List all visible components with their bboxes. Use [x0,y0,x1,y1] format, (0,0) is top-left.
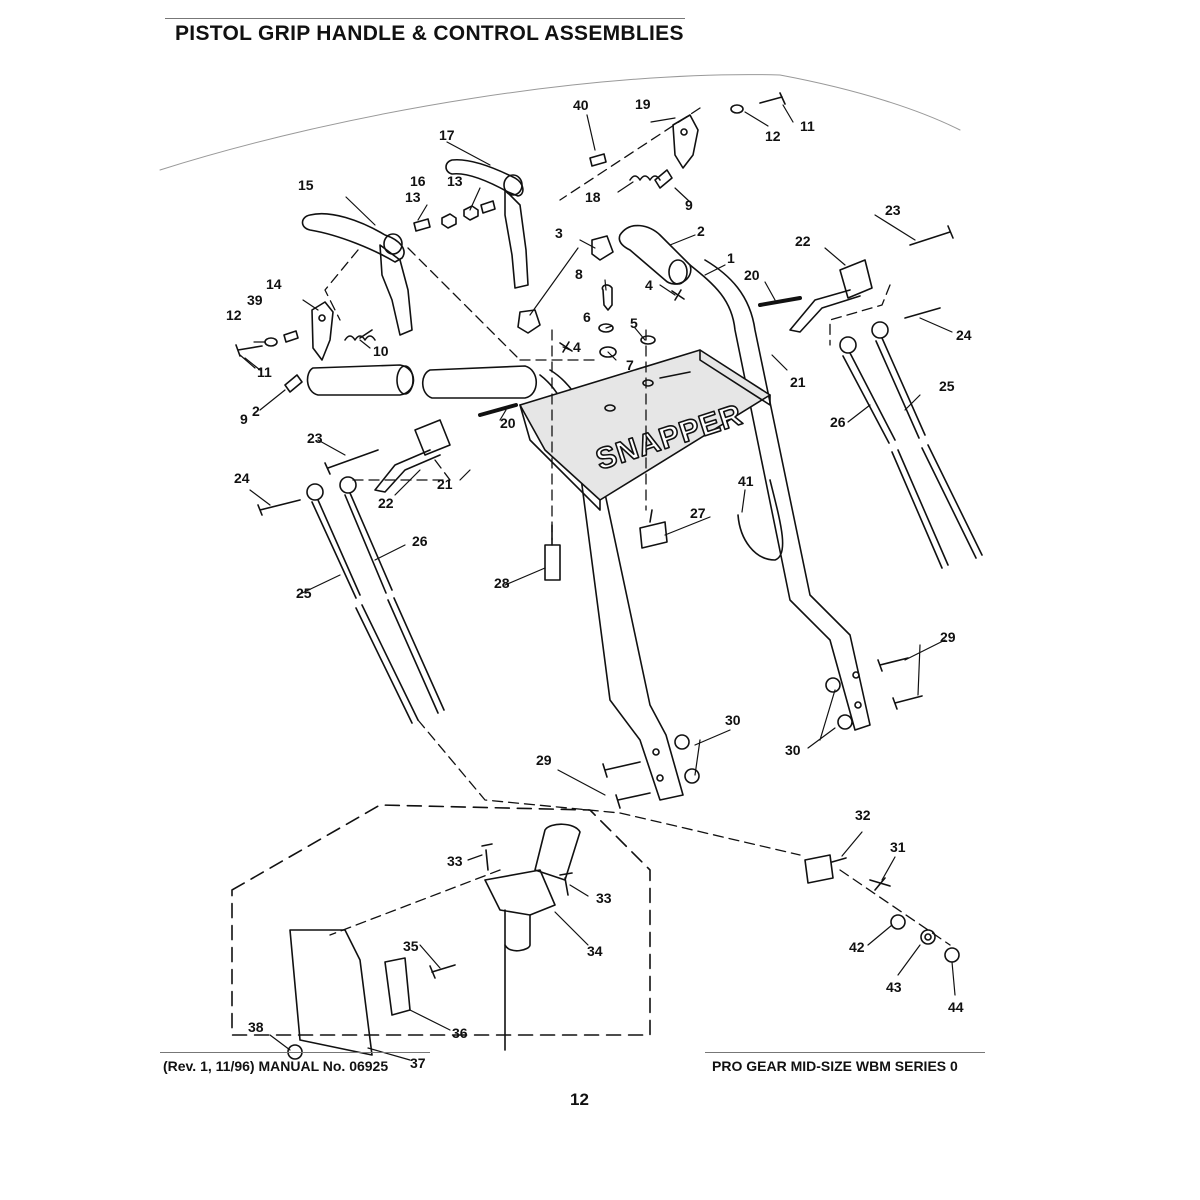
callout-5: 5 [630,315,638,331]
linkage-end-parts [804,854,960,963]
callout-15: 15 [298,177,314,193]
callout-25: 25 [296,585,312,601]
callout-20: 20 [744,267,760,283]
callout-25: 25 [939,378,955,394]
header-rule [165,18,685,19]
callout-38: 38 [248,1019,264,1035]
callout-22: 22 [795,233,811,249]
callout-34: 34 [587,943,603,959]
callout-leaders [239,104,956,1061]
footer-revision: (Rev. 1, 11/96) MANUAL No. 06925 [163,1058,389,1074]
callout-4: 4 [645,277,653,293]
callout-9: 9 [240,411,248,427]
callout-17: 17 [439,127,455,143]
callout-2: 2 [252,403,260,419]
hand-grip [306,224,692,399]
callout-26: 26 [830,414,846,430]
pistol-grip-lever [301,158,529,336]
callout-29: 29 [536,752,552,768]
control-rods [306,321,983,724]
callout-22: 22 [378,495,394,511]
callout-23: 23 [307,430,323,446]
pins [257,225,954,516]
page-title: PISTOL GRIP HANDLE & CONTROL ASSEMBLIES [175,22,684,45]
callout-40: 40 [573,97,589,113]
callout-24: 24 [234,470,250,486]
spring [629,175,661,181]
callout-9: 9 [685,197,693,213]
callout-19: 19 [635,96,651,112]
mount-bolts-nuts [602,657,923,809]
switch-parts [517,235,685,358]
callout-31: 31 [890,839,906,855]
footer-rule-right [705,1052,985,1053]
callout-21: 21 [790,374,806,390]
callout-33: 33 [596,890,612,906]
callout-numbers: 1 2 2 3 4 4 5 6 7 8 9 9 10 11 11 12 12 1… [226,96,972,1071]
inset-lever-assembly [287,823,581,1060]
callout-1: 1 [727,250,735,266]
callout-23: 23 [885,202,901,218]
callout-14: 14 [266,276,282,292]
callout-39: 39 [247,292,263,308]
callout-11: 11 [800,118,815,134]
callout-18: 18 [585,189,601,205]
callout-10: 10 [373,343,389,359]
callout-3: 3 [555,225,563,241]
callout-21: 21 [437,476,453,492]
callout-24: 24 [956,327,972,343]
spring [344,329,376,341]
callout-13: 13 [447,173,463,189]
callout-11: 11 [257,364,272,380]
callout-12: 12 [765,128,781,144]
page-number: 12 [570,1090,589,1109]
callout-2: 2 [697,223,705,239]
callout-20: 20 [500,415,516,431]
control-panel: SNAPPER [519,349,771,511]
callout-36: 36 [452,1025,468,1041]
callout-7: 7 [626,357,634,373]
callout-35: 35 [403,938,419,954]
callout-42: 42 [849,939,865,955]
callout-27: 27 [690,505,706,521]
footer-rule-left [160,1052,430,1053]
inset-detail-box [231,804,651,1036]
callout-33: 33 [447,853,463,869]
assembly-dashed-lines [324,107,951,946]
callout-30: 30 [785,742,801,758]
callout-12: 12 [226,307,242,323]
latch-bracket [311,114,699,361]
callout-4: 4 [573,339,581,355]
callout-43: 43 [886,979,902,995]
callout-6: 6 [583,309,591,325]
callout-41: 41 [738,473,754,489]
callout-28: 28 [494,575,510,591]
right-handle-tube [689,259,871,731]
electrical-parts [544,479,784,581]
callout-29: 29 [940,629,956,645]
linkage-bracket [374,259,873,493]
callout-13: 13 [405,189,421,205]
callout-16: 16 [410,173,426,189]
main-handle-assembly [539,259,871,801]
page-scan-edge [159,74,961,171]
callout-26: 26 [412,533,428,549]
callout-44: 44 [948,999,964,1015]
callout-8: 8 [575,266,583,282]
callout-32: 32 [855,807,871,823]
callout-30: 30 [725,712,741,728]
callout-37: 37 [410,1055,426,1071]
footer-series: PRO GEAR MID-SIZE WBM SERIES 0 [712,1058,958,1074]
